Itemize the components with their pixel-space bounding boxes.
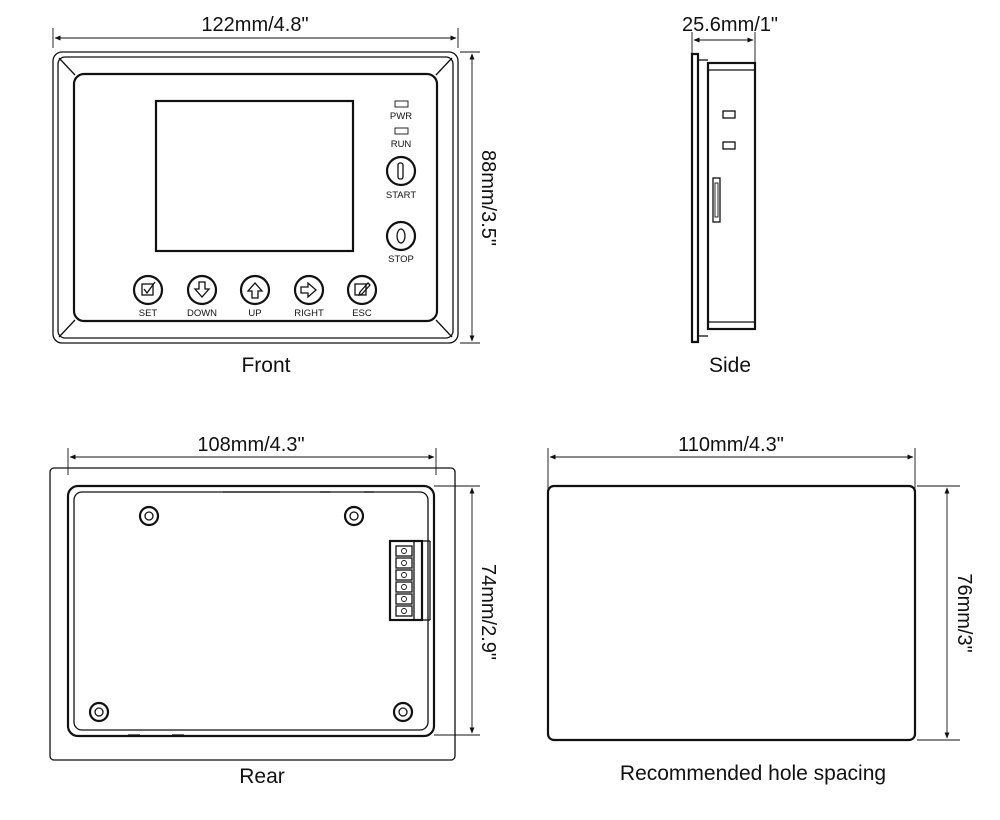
start-button[interactable]: START — [386, 155, 416, 201]
front-outer-bezel — [52, 51, 459, 344]
rear-height-dimension: 74mm/2.9" — [434, 485, 499, 736]
front-view: 122mm/4.8" 88mm/3.5" PWR RUN — [52, 14, 499, 377]
set-button-label: SET — [139, 308, 158, 319]
rear-height-label: 74mm/2.9" — [477, 564, 499, 660]
set-button[interactable]: SET — [132, 274, 164, 319]
side-width-dimension: 25.6mm/1" — [682, 14, 778, 64]
stop-button[interactable]: STOP — [385, 220, 417, 265]
rear-housing — [66, 484, 436, 738]
side-view: 25.6mm/1" Side — [682, 14, 778, 377]
arrow-up-icon — [246, 282, 264, 299]
stop-button-label: STOP — [388, 254, 414, 265]
rear-width-label: 108mm/4.3" — [197, 434, 304, 456]
side-card-slot — [712, 177, 721, 223]
indicator-run-label: RUN — [391, 139, 412, 150]
front-height-label: 88mm/3.5" — [477, 150, 499, 246]
down-button[interactable]: DOWN — [186, 274, 217, 319]
front-panel-face — [72, 72, 439, 323]
indicator-pwr-label: PWR — [390, 111, 412, 122]
checkbox-icon — [141, 281, 156, 296]
cutout-height-label: 76mm/3" — [953, 573, 975, 652]
side-clip-slot — [722, 110, 736, 119]
up-button[interactable]: UP — [239, 274, 271, 319]
rear-view: 108mm/4.3" 74mm/2.9" — [49, 434, 499, 788]
indicator-pwr: PWR — [390, 100, 412, 122]
terminal-block — [388, 539, 431, 622]
arrow-down-icon — [193, 281, 211, 298]
screw-hole — [392, 701, 414, 723]
stop-icon — [396, 228, 406, 244]
start-button-label: START — [386, 190, 416, 201]
side-width-label: 25.6mm/1" — [682, 14, 778, 36]
rear-bezel — [49, 467, 456, 761]
right-button[interactable]: RIGHT — [293, 274, 325, 319]
panel-cutout — [546, 484, 917, 742]
front-height-dimension: 88mm/3.5" — [460, 51, 499, 344]
front-width-dimension: 122mm/4.8" — [52, 14, 459, 48]
start-icon — [397, 162, 404, 180]
side-clip-slot — [722, 141, 736, 150]
led-indicator-icon — [394, 127, 409, 135]
esc-button-label: ESC — [352, 308, 372, 319]
side-view-label: Side — [709, 354, 751, 377]
cutout-width-dimension: 110mm/4.3" — [547, 434, 916, 490]
cutout-width-label: 110mm/4.3" — [678, 434, 784, 456]
cutout-view: 110mm/4.3" 76mm/3" Recommended hole spac… — [546, 434, 975, 785]
rear-view-label: Rear — [239, 765, 285, 788]
down-button-label: DOWN — [187, 308, 217, 319]
cutout-height-dimension: 76mm/3" — [917, 485, 975, 741]
front-view-label: Front — [241, 354, 290, 377]
rear-width-dimension: 108mm/4.3" — [67, 434, 437, 475]
front-bezel-inner-edge — [57, 56, 454, 339]
right-button-label: RIGHT — [294, 308, 324, 319]
front-width-label: 122mm/4.8" — [201, 14, 308, 36]
screw-hole — [138, 505, 160, 527]
indicator-run: RUN — [391, 127, 412, 150]
screw-hole — [88, 701, 110, 723]
edit-icon — [354, 282, 371, 297]
side-housing — [706, 61, 757, 331]
screw-hole — [343, 505, 365, 527]
esc-button[interactable]: ESC — [346, 274, 378, 319]
led-indicator-icon — [394, 100, 409, 108]
arrow-right-icon — [300, 281, 317, 299]
up-button-label: UP — [248, 308, 261, 319]
lcd-screen — [154, 99, 355, 253]
side-bezel-profile — [690, 52, 700, 344]
cutout-view-label: Recommended hole spacing — [620, 762, 886, 785]
